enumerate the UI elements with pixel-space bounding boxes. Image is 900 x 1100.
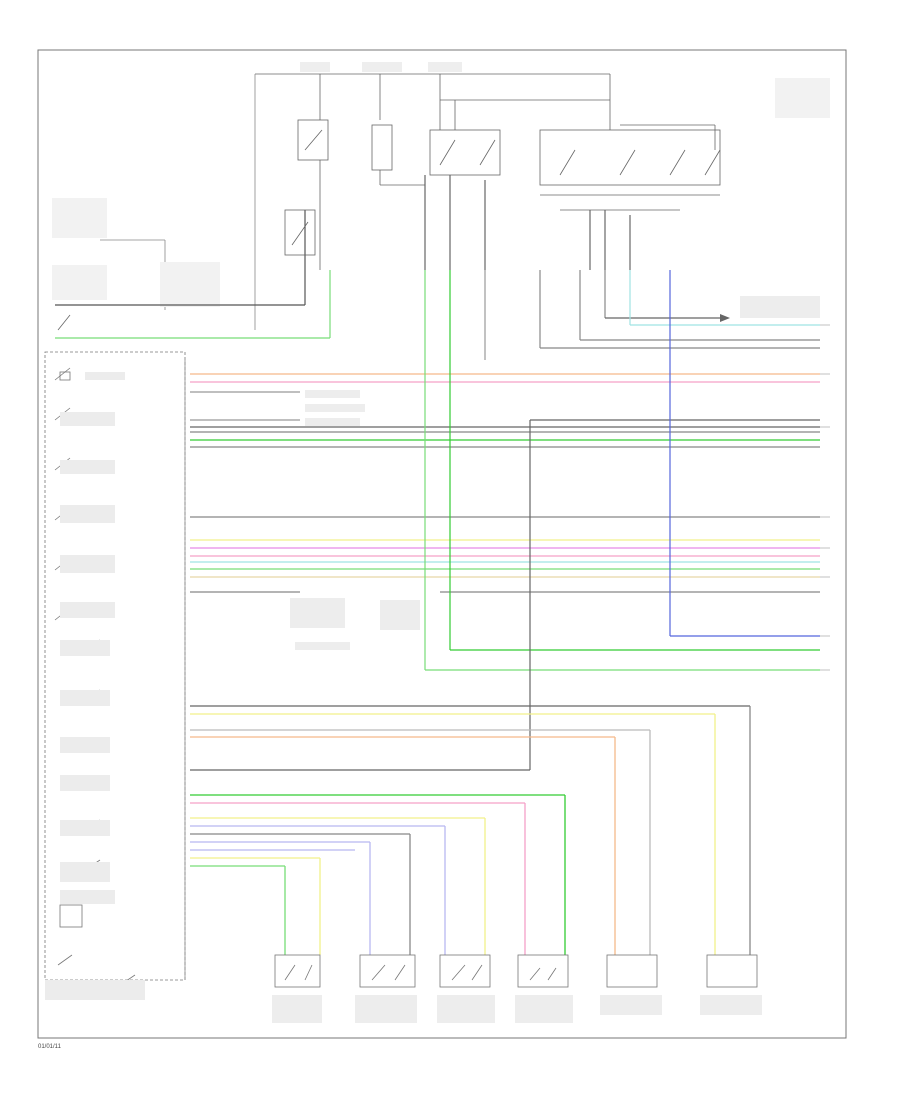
diagram-border	[37, 49, 847, 1039]
mid-notes	[290, 296, 820, 650]
control-module	[44, 351, 186, 1000]
sensor-3	[439, 954, 491, 988]
vertical-feed-wires	[190, 175, 820, 771]
sensor-5	[606, 954, 658, 988]
sensor-1	[274, 954, 321, 988]
right-connector-ticks	[820, 324, 830, 671]
relay-2	[429, 129, 501, 176]
relay-3	[539, 129, 721, 186]
upper-left-switch-area	[52, 198, 331, 339]
power-distribution-area	[254, 62, 830, 330]
relay-1	[297, 119, 329, 161]
sensor-labels	[272, 995, 762, 1023]
sensor-6	[706, 954, 758, 988]
bus-wires	[190, 373, 820, 593]
sensor-4	[517, 954, 569, 988]
fuse-block	[371, 124, 393, 171]
page-code: 01/01/11	[38, 1044, 62, 1050]
sensor-components	[274, 954, 758, 988]
sensor-wires	[190, 705, 751, 955]
sensor-2	[359, 954, 416, 988]
